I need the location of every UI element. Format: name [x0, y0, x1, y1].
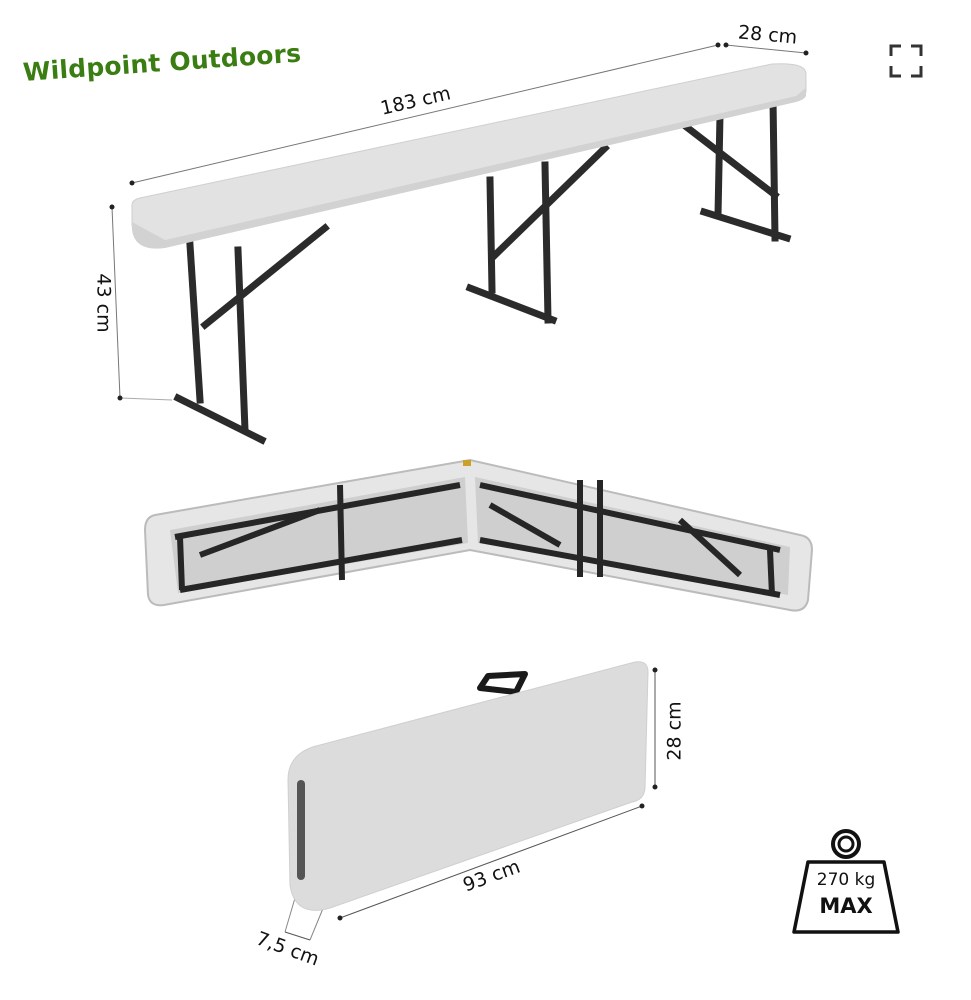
folded-height-label: 28 cm: [663, 701, 686, 761]
weight-icon: [790, 826, 902, 938]
unfolded-bench-image: [0, 0, 971, 460]
load-capacity-label: MAX: [819, 894, 873, 918]
folded-bench-image: [240, 650, 700, 970]
load-capacity-value: 270 kg: [816, 870, 876, 890]
underside-bench-image: [140, 455, 830, 620]
fullscreen-expand-icon[interactable]: [889, 44, 923, 78]
dimension-height-label: 43 cm: [92, 273, 115, 333]
